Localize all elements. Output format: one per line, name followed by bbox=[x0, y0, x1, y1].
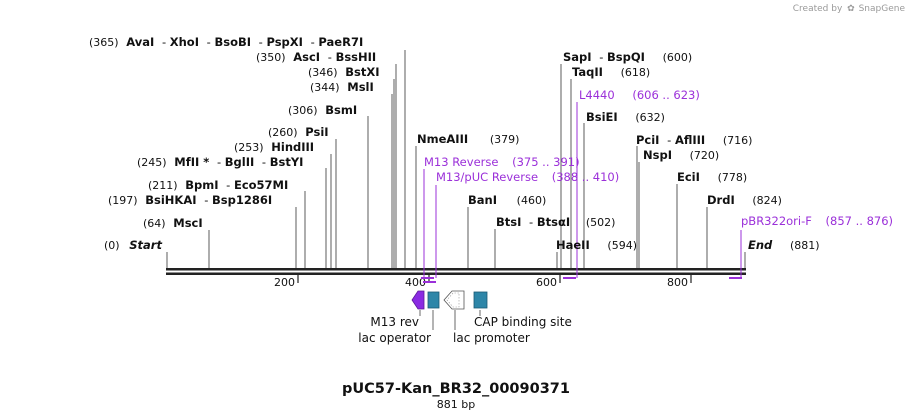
backbone bbox=[166, 268, 746, 275]
site-379[interactable]: NmeAIII (379) bbox=[417, 132, 519, 146]
primer-m13-puc-reverse[interactable]: M13/pUC Reverse (388 .. 410) bbox=[436, 170, 619, 184]
site-344[interactable]: (344) MslI bbox=[310, 80, 374, 94]
feature-label-lac-promoter: lac promoter bbox=[453, 331, 530, 345]
m13-rev-feature[interactable] bbox=[411, 290, 425, 310]
left-sites: (365) AvaI - XhoI - BsoBI - PspXI - PaeR… bbox=[89, 35, 380, 252]
site-64[interactable]: (64) MscI bbox=[143, 216, 203, 230]
tick-800: 800 bbox=[667, 276, 688, 289]
site-start[interactable]: (0) Start bbox=[104, 238, 162, 252]
site-306[interactable]: (306) BsmI bbox=[288, 103, 357, 117]
primer-m13-reverse[interactable]: M13 Reverse (375 .. 391) bbox=[424, 155, 580, 169]
primer-lines bbox=[421, 102, 742, 283]
primer-labels: M13 Reverse (375 .. 391) M13/pUC Reverse… bbox=[424, 88, 893, 228]
feature-label-cap-binding-site: CAP binding site bbox=[474, 315, 572, 329]
site-leader-lines bbox=[166, 50, 746, 268]
site-211[interactable]: (211) BpmI - Eco57MI bbox=[148, 178, 288, 192]
map-title: pUC57-Kan_BR32_00090371 bbox=[342, 381, 570, 397]
tick-200: 200 bbox=[274, 276, 295, 289]
credit: Created by ✿ SnapGene bbox=[793, 4, 906, 14]
primer-pbr322ori-f[interactable]: pBR322ori-F (857 .. 876) bbox=[741, 214, 893, 228]
snapgene-logo-icon: ✿ bbox=[847, 4, 855, 14]
features: M13 rev lac operator lac promoter CAP bi… bbox=[358, 290, 572, 345]
lac-promoter-feature[interactable] bbox=[443, 290, 465, 310]
feature-label-lac-operator: lac operator bbox=[358, 331, 431, 345]
site-502[interactable]: BtsI - BtsαI (502) bbox=[496, 215, 615, 229]
lac-operator-feature[interactable] bbox=[427, 291, 440, 309]
site-716[interactable]: PciI - AflIII (716) bbox=[636, 133, 752, 147]
site-346[interactable]: (346) BstXI bbox=[308, 65, 380, 79]
primer-l4440[interactable]: L4440 (606 .. 623) bbox=[579, 88, 700, 102]
site-632[interactable]: BsiEI (632) bbox=[586, 110, 665, 124]
site-197[interactable]: (197) BsiHKAI - Bsp1286I bbox=[108, 193, 272, 207]
feature-label-m13-rev: M13 rev bbox=[370, 315, 419, 329]
site-460[interactable]: BanI (460) bbox=[468, 193, 546, 207]
cap-binding-site-feature[interactable] bbox=[473, 291, 488, 309]
site-824[interactable]: DrdI (824) bbox=[707, 193, 782, 207]
map-length: 881 bp bbox=[437, 398, 475, 411]
site-778[interactable]: EciI (778) bbox=[677, 170, 747, 184]
site-350[interactable]: (350) AscI - BssHII bbox=[256, 50, 376, 64]
right-sites: NmeAIII (379) BanI (460) BtsI - BtsαI (5… bbox=[417, 50, 820, 252]
site-720[interactable]: NspI (720) bbox=[643, 148, 719, 162]
site-365[interactable]: (365) AvaI - XhoI - BsoBI - PspXI - PaeR… bbox=[89, 35, 363, 49]
tick-600: 600 bbox=[536, 276, 557, 289]
site-600[interactable]: SapI - BspQI (600) bbox=[563, 50, 692, 64]
scale-ticks: 200 400 600 800 bbox=[274, 275, 692, 289]
site-end[interactable]: End (881) bbox=[748, 238, 820, 252]
site-245[interactable]: (245) MfII * - BglII - BstYI bbox=[137, 155, 303, 169]
site-253[interactable]: (253) HindIII bbox=[234, 140, 314, 154]
tick-400: 400 bbox=[405, 276, 426, 289]
site-594[interactable]: HaeII (594) bbox=[556, 238, 637, 252]
site-260[interactable]: (260) PsiI bbox=[268, 125, 329, 139]
site-618[interactable]: TaqII (618) bbox=[572, 65, 650, 79]
